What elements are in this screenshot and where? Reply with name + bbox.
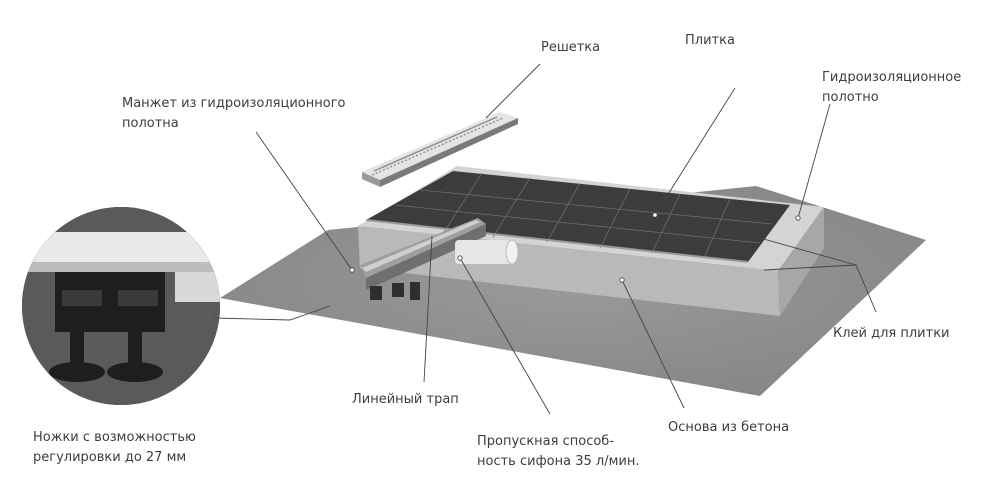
label-membrane: Гидроизоляционное полотно bbox=[822, 70, 962, 105]
label-base: Основа из бетона bbox=[668, 420, 790, 435]
linear-drain bbox=[360, 218, 519, 300]
leader-adhesive-b bbox=[763, 264, 857, 271]
leader-base bbox=[621, 279, 685, 409]
marker-dots bbox=[349, 212, 801, 283]
slab-side bbox=[778, 207, 824, 316]
leader-tile bbox=[654, 87, 736, 216]
label-siphon: Пропускная способ- ность сифона 35 л/мин… bbox=[477, 434, 640, 469]
label-cuff: Манжет из гидроизоляционного полотна bbox=[122, 96, 346, 131]
leader-grate bbox=[485, 63, 541, 119]
label-tile: Плитка bbox=[685, 33, 735, 48]
label-adhesive: Клей для плитки bbox=[833, 326, 950, 341]
leader-lines bbox=[213, 63, 877, 415]
grate-part bbox=[362, 112, 518, 187]
tile-surface bbox=[365, 171, 790, 263]
leader-drain bbox=[423, 235, 433, 383]
leader-cuff bbox=[255, 131, 353, 271]
legs-detail-circle bbox=[22, 207, 220, 405]
leader-legs bbox=[213, 305, 331, 321]
label-grate: Решетка bbox=[541, 40, 601, 55]
label-legs: Ножки с возможностью регулировки до 27 м… bbox=[33, 430, 196, 465]
leader-membrane bbox=[797, 103, 831, 219]
label-drain: Линейный трап bbox=[352, 392, 459, 407]
leader-siphon bbox=[459, 257, 551, 415]
